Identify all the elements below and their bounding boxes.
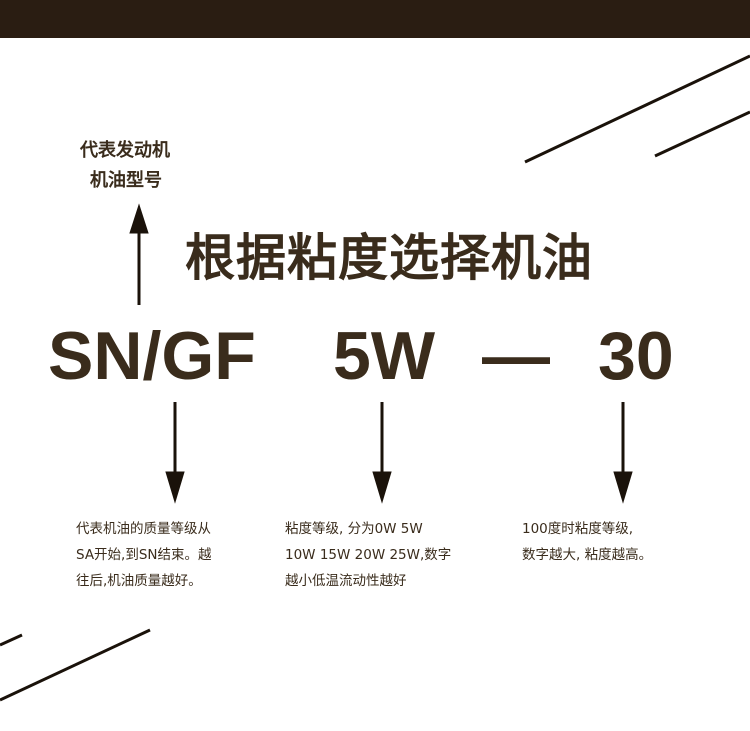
deco-line-top-2 (654, 110, 750, 158)
dash-separator: — (482, 318, 550, 394)
winter-code: 5W (333, 318, 435, 394)
engine-note-line-1: 代表发动机 (80, 140, 170, 161)
quality-note-line-2: SA开始,到SN结束。越 (76, 547, 212, 563)
winter-note-line-1: 粘度等级, 分为0W 5W (285, 521, 423, 537)
down-arrow-icon-grade (165, 402, 185, 504)
winter-note-line-2: 10W 15W 20W 25W,数字 (285, 547, 452, 563)
winter-grade-note: 粘度等级, 分为0W 5W 10W 15W 20W 25W,数字 越小低温流动性… (285, 516, 451, 594)
down-arrow-icon-viscosity (613, 402, 633, 504)
quality-grade-note: 代表机油的质量等级从 SA开始,到SN结束。越 往后,机油质量越好。 (76, 516, 212, 594)
viscosity-note-line-1: 100度时粘度等级, (522, 521, 634, 537)
viscosity-code: 30 (598, 318, 674, 394)
quality-note-line-3: 往后,机油质量越好。 (76, 573, 202, 589)
engine-note-line-2: 机油型号 (90, 170, 162, 191)
page-title: 根据粘度选择机油 (185, 229, 593, 287)
deco-line-top-1 (524, 54, 750, 164)
up-arrow-icon (129, 203, 149, 305)
deco-line-bottom-2 (0, 628, 151, 702)
top-bar (0, 0, 750, 38)
winter-note-line-3: 越小低温流动性越好 (285, 573, 407, 589)
deco-line-bottom-1 (0, 633, 23, 647)
viscosity-grade-note: 100度时粘度等级, 数字越大, 粘度越高。 (522, 516, 652, 568)
engine-oil-type-note: 代表发动机 机油型号 (80, 136, 170, 196)
grade-code: SN/GF (48, 318, 256, 394)
viscosity-note-line-2: 数字越大, 粘度越高。 (522, 547, 653, 563)
quality-note-line-1: 代表机油的质量等级从 (76, 521, 211, 537)
down-arrow-icon-winter (372, 402, 392, 504)
